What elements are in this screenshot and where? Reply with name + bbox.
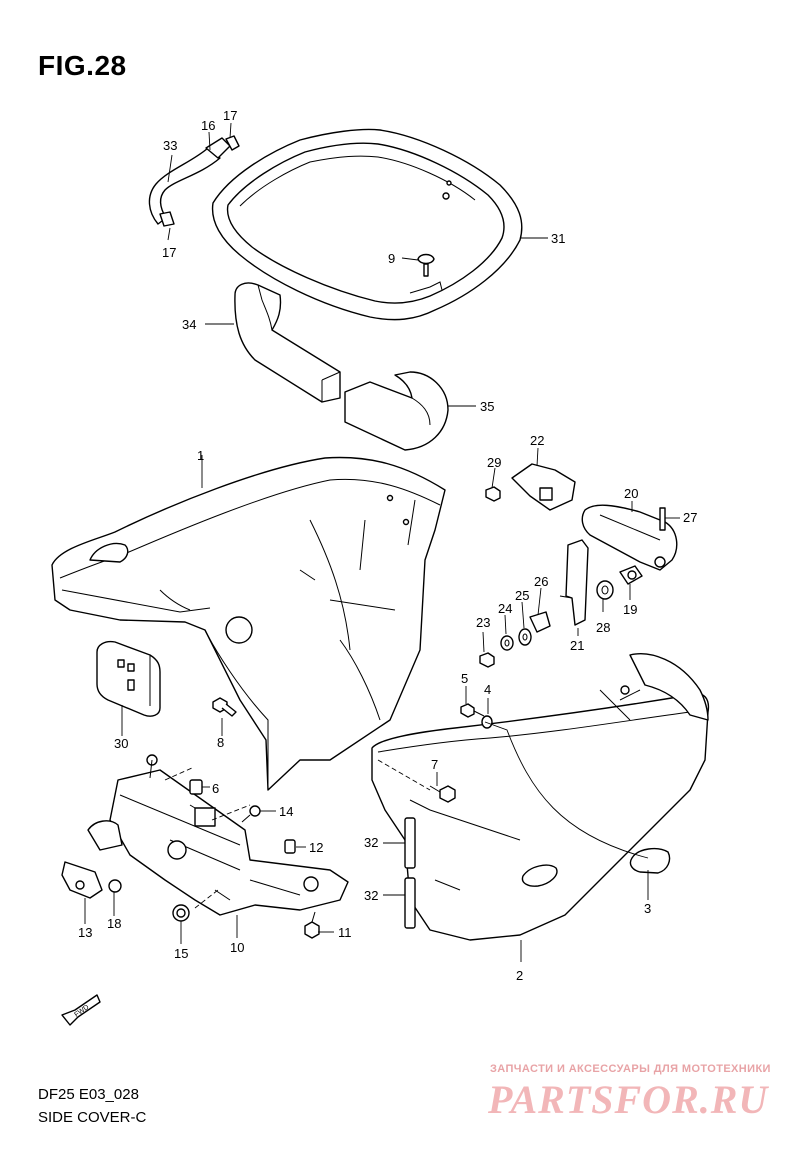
callout-34: 34 bbox=[182, 317, 196, 332]
callout-24: 24 bbox=[498, 601, 512, 616]
figure-title: FIG.28 bbox=[38, 50, 127, 81]
part-10-bracket bbox=[87, 754, 349, 916]
fwd-label: FWD bbox=[73, 1004, 90, 1019]
part-17-clamp-bottom bbox=[159, 211, 175, 227]
callout-33: 33 bbox=[163, 138, 177, 153]
part-8-bolt bbox=[212, 697, 237, 717]
part-11-bolt bbox=[304, 911, 320, 939]
part-33-hose bbox=[148, 147, 221, 225]
part-2-lower-side-cover bbox=[371, 653, 710, 941]
callout-8: 8 bbox=[217, 735, 224, 750]
callout-27: 27 bbox=[683, 510, 697, 525]
callout-10: 10 bbox=[230, 940, 244, 955]
callout-12: 12 bbox=[309, 840, 323, 855]
callout-9: 9 bbox=[388, 251, 395, 266]
callout-13: 13 bbox=[78, 925, 92, 940]
fwd-arrow-icon: FWD bbox=[61, 994, 101, 1026]
part-12-collar bbox=[284, 839, 296, 854]
part-15-grommet bbox=[172, 904, 190, 922]
callout-5: 5 bbox=[461, 671, 468, 686]
part-28-bushing bbox=[596, 580, 614, 600]
part-14-screw bbox=[241, 805, 261, 823]
callout-14: 14 bbox=[279, 804, 293, 819]
part-22-latch bbox=[511, 463, 576, 511]
callout-22: 22 bbox=[530, 433, 544, 448]
callout-16: 16 bbox=[201, 118, 215, 133]
part-35-foam bbox=[344, 371, 449, 451]
part-13-clip bbox=[61, 861, 103, 899]
part-5-screw bbox=[460, 703, 485, 718]
callout-35: 35 bbox=[480, 399, 494, 414]
part-3-cap bbox=[629, 847, 671, 874]
figure-code: DF25 E03_028 bbox=[38, 1086, 139, 1103]
callout-17-top: 17 bbox=[223, 108, 237, 123]
part-25-washer bbox=[518, 628, 532, 646]
callout-32-lower: 32 bbox=[364, 888, 378, 903]
callout-30: 30 bbox=[114, 736, 128, 751]
part-24-washer bbox=[500, 635, 514, 651]
figure-name: SIDE COVER-C bbox=[38, 1109, 147, 1126]
callout-26: 26 bbox=[534, 574, 548, 589]
part-23-screw bbox=[479, 652, 495, 668]
callout-29: 29 bbox=[487, 455, 501, 470]
callout-23: 23 bbox=[476, 615, 490, 630]
callout-20: 20 bbox=[624, 486, 638, 501]
callout-1: 1 bbox=[197, 448, 204, 463]
part-27-pin bbox=[659, 507, 666, 531]
part-26-plate bbox=[529, 611, 551, 633]
part-31-seal-frame bbox=[211, 128, 523, 321]
callout-2: 2 bbox=[516, 968, 523, 983]
callout-7: 7 bbox=[431, 757, 438, 772]
part-21-bracket bbox=[559, 539, 589, 626]
callout-18: 18 bbox=[107, 916, 121, 931]
part-20-handle bbox=[581, 504, 678, 571]
callout-3: 3 bbox=[644, 901, 651, 916]
watermark-tagline: ЗАПЧАСТИ И АКСЕССУАРЫ ДЛЯ МОТОТЕХНИКИ bbox=[490, 1063, 771, 1075]
callout-28: 28 bbox=[596, 620, 610, 635]
callout-21: 21 bbox=[570, 638, 584, 653]
callout-25: 25 bbox=[515, 588, 529, 603]
part-18-grommet bbox=[108, 879, 122, 893]
callout-17-bottom: 17 bbox=[162, 245, 176, 260]
callout-32-upper: 32 bbox=[364, 835, 378, 850]
leader-lines bbox=[84, 122, 680, 962]
callout-19: 19 bbox=[623, 602, 637, 617]
part-4-washer bbox=[481, 715, 493, 729]
callout-11: 11 bbox=[338, 925, 352, 940]
part-34-foam bbox=[234, 282, 341, 403]
part-9-clip bbox=[417, 253, 435, 277]
callout-4: 4 bbox=[484, 682, 491, 697]
callout-15: 15 bbox=[174, 946, 188, 961]
part-32-tape bbox=[404, 817, 416, 929]
callout-31: 31 bbox=[551, 231, 565, 246]
part-30-pad bbox=[96, 640, 161, 717]
part-1-upper-side-cover bbox=[51, 456, 446, 791]
callout-6: 6 bbox=[212, 781, 219, 796]
part-19-knob bbox=[619, 565, 643, 585]
part-17-clamp-top bbox=[225, 135, 240, 151]
part-6-collar bbox=[189, 779, 203, 795]
part-7-bolt bbox=[429, 785, 456, 803]
callout-labels: 1 2 3 4 5 6 7 8 9 10 11 12 13 14 15 16 1… bbox=[78, 108, 697, 983]
watermark-logo: PARTSFOR.RU bbox=[488, 1077, 769, 1122]
part-29-screw bbox=[485, 486, 501, 502]
